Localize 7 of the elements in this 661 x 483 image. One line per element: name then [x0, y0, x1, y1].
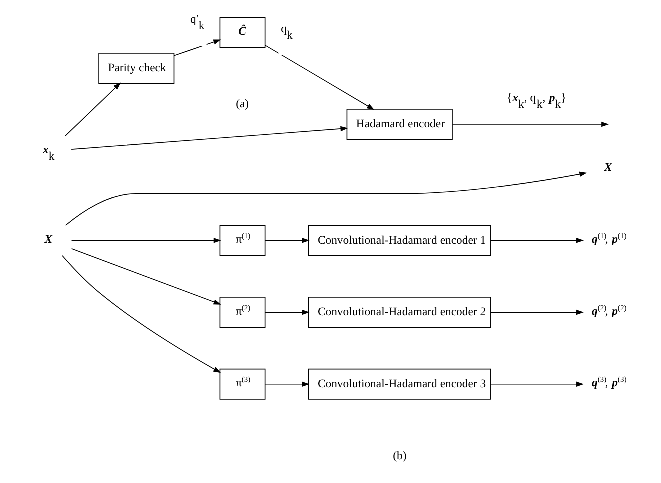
node-text: X [44, 232, 53, 246]
node-text: q$^{(1)}$, p$^{(1)}$ [592, 231, 627, 246]
label: (b) [393, 449, 407, 462]
node-text: X [604, 161, 612, 174]
node-text: q$^{(3)}$, p$^{(3)}$ [592, 375, 627, 390]
node-text: q$^{(2)}$, p$^{(2)}$ [592, 303, 627, 318]
label: (a) [236, 98, 250, 111]
